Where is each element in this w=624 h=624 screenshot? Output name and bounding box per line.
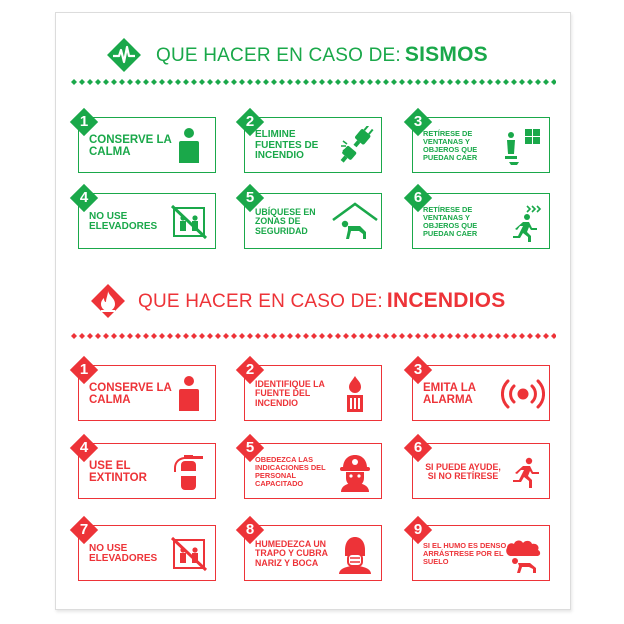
step-badge: 7	[69, 515, 99, 545]
step-badge: 9	[403, 515, 433, 545]
sismos-card-1: 1 CONSERVE LA CALMA	[69, 107, 216, 173]
step-number: 3	[413, 361, 423, 378]
sismos-card-5: 5 UBÍQUESE EN ZONAS DE SEGURIDAD	[235, 183, 382, 249]
infographic-sheet: QUE HACER EN CASO DE:SISMOS 1 CONSERVE L…	[55, 12, 571, 610]
incendios-card-6: 6 SI PUEDE AYUDE, SI NO RETÍRESE	[403, 433, 550, 499]
sismos-title-key: SISMOS	[404, 43, 488, 66]
step-badge: 3	[403, 107, 433, 137]
step-number: 2	[245, 113, 255, 130]
step-badge: 6	[403, 433, 433, 463]
running-person-icon	[513, 205, 542, 242]
incendios-divider	[70, 333, 556, 339]
step-badge: 4	[69, 433, 99, 463]
card-text: USE EL EXTINTOR	[89, 459, 147, 484]
incendios-card-9: 9 SI EL HUMO ES DENSO ARRÁSTRESE POR EL …	[403, 515, 550, 581]
step-number: 5	[245, 189, 255, 206]
face-mask-icon	[339, 537, 371, 574]
incendios-card-2: 2 IDENTIFIQUE LA FUENTE DEL INCENDIO	[235, 355, 382, 421]
step-number: 5	[245, 439, 255, 456]
no-elevator-icon	[170, 536, 208, 572]
card-text: EMITA LA ALARMA	[423, 381, 476, 406]
step-badge: 8	[235, 515, 265, 545]
sismos-heading: QUE HACER EN CASO DE:SISMOS	[56, 37, 570, 73]
card-text: NO USE ELEVADORES	[89, 542, 158, 564]
sismos-card-4: 4 NO USE ELEVADORES	[69, 183, 216, 249]
card-text: ELIMINE FUENTES DE INCENDIO	[255, 129, 319, 162]
unplug-icon	[340, 126, 374, 163]
step-badge: 2	[235, 355, 265, 385]
step-number: 9	[413, 521, 423, 538]
heartbeat-icon	[107, 38, 141, 72]
shelter-crawl-icon	[332, 202, 378, 239]
step-badge: 2	[235, 107, 265, 137]
card-text: SI PUEDE AYUDE, SI NO RETÍRESE	[425, 461, 501, 481]
incendios-card-4: 4 USE EL EXTINTOR	[69, 433, 216, 499]
crawl-smoke-icon	[506, 540, 541, 573]
step-badge: 5	[235, 433, 265, 463]
step-badge: 6	[403, 183, 433, 213]
step-number: 3	[413, 113, 423, 130]
incendios-title: QUE HACER EN CASO DE:INCENDIOS	[138, 289, 506, 312]
firefighter-icon	[340, 455, 370, 492]
incendios-heading: QUE HACER EN CASO DE:INCENDIOS	[56, 283, 570, 319]
sismos-card-3: 3 RETÍRESE DE VENTANAS Y OBJEROS QUE PUE…	[403, 107, 550, 173]
step-badge: 3	[403, 355, 433, 385]
card-text: SI EL HUMO ES DENSO ARRÁSTRESE POR EL SU…	[423, 541, 507, 566]
sismos-title: QUE HACER EN CASO DE:SISMOS	[156, 43, 488, 66]
step-number: 4	[79, 439, 89, 456]
step-number: 8	[245, 521, 255, 538]
candle-flame-icon	[347, 376, 363, 412]
step-number: 1	[79, 361, 89, 378]
card-text: IDENTIFIQUE LA FUENTE DEL INCENDIO	[255, 379, 325, 408]
step-number: 6	[413, 189, 423, 206]
incendios-card-1: 1 CONSERVE LA CALMA	[69, 355, 216, 421]
sismos-divider	[70, 79, 556, 85]
incendios-card-7: 7 NO USE ELEVADORES	[69, 515, 216, 581]
incendios-title-key: INCENDIOS	[386, 289, 506, 312]
step-number: 7	[79, 521, 89, 538]
fire-icon	[91, 284, 125, 318]
card-text: RETÍRESE DE VENTANAS Y OBJEROS QUE PUEDA…	[423, 205, 478, 238]
sismos-title-prefix: QUE HACER EN CASO DE:	[156, 45, 401, 66]
card-text: HUMEDEZCA UN TRAPO Y CUBRA NARIZ Y BOCA	[255, 539, 328, 568]
step-number: 1	[79, 113, 89, 130]
card-text: OBEDEZCA LAS INDICACIONES DEL PERSONAL C…	[255, 455, 326, 488]
step-badge: 1	[69, 355, 99, 385]
card-text: CONSERVE LA CALMA	[89, 133, 172, 158]
step-number: 4	[79, 189, 89, 206]
no-elevator-icon	[170, 204, 208, 240]
sismos-card-2: 2 ELIMINE FUENTES DE INCENDIO	[235, 107, 382, 173]
card-text: NO USE ELEVADORES	[89, 210, 158, 232]
card-text: CONSERVE LA CALMA	[89, 381, 172, 406]
card-text: RETÍRESE DE VENTANAS Y OBJEROS QUE PUEDA…	[423, 129, 478, 162]
step-badge: 4	[69, 183, 99, 213]
incendios-title-prefix: QUE HACER EN CASO DE:	[138, 291, 383, 312]
card-text: UBÍQUESE EN ZONAS DE SEGURIDAD	[255, 207, 316, 236]
incendios-card-5: 5 OBEDEZCA LAS INDICACIONES DEL PERSONAL…	[235, 433, 382, 499]
person-standing-icon	[179, 128, 199, 163]
incendios-card-3: 3 EMITA LA ALARMA	[403, 355, 550, 421]
running-person-icon	[513, 457, 539, 488]
step-number: 2	[245, 361, 255, 378]
step-number: 6	[413, 439, 423, 456]
extinguisher-icon	[174, 455, 203, 490]
person-standing-icon	[179, 376, 199, 411]
falling-objects-window-icon	[505, 129, 540, 165]
step-badge: 5	[235, 183, 265, 213]
step-badge: 1	[69, 107, 99, 137]
alarm-icon	[501, 379, 545, 409]
incendios-card-8: 8 HUMEDEZCA UN TRAPO Y CUBRA NARIZ Y BOC…	[235, 515, 382, 581]
sismos-card-6: 6 RETÍRESE DE VENTANAS Y OBJEROS QUE PUE…	[403, 183, 550, 249]
